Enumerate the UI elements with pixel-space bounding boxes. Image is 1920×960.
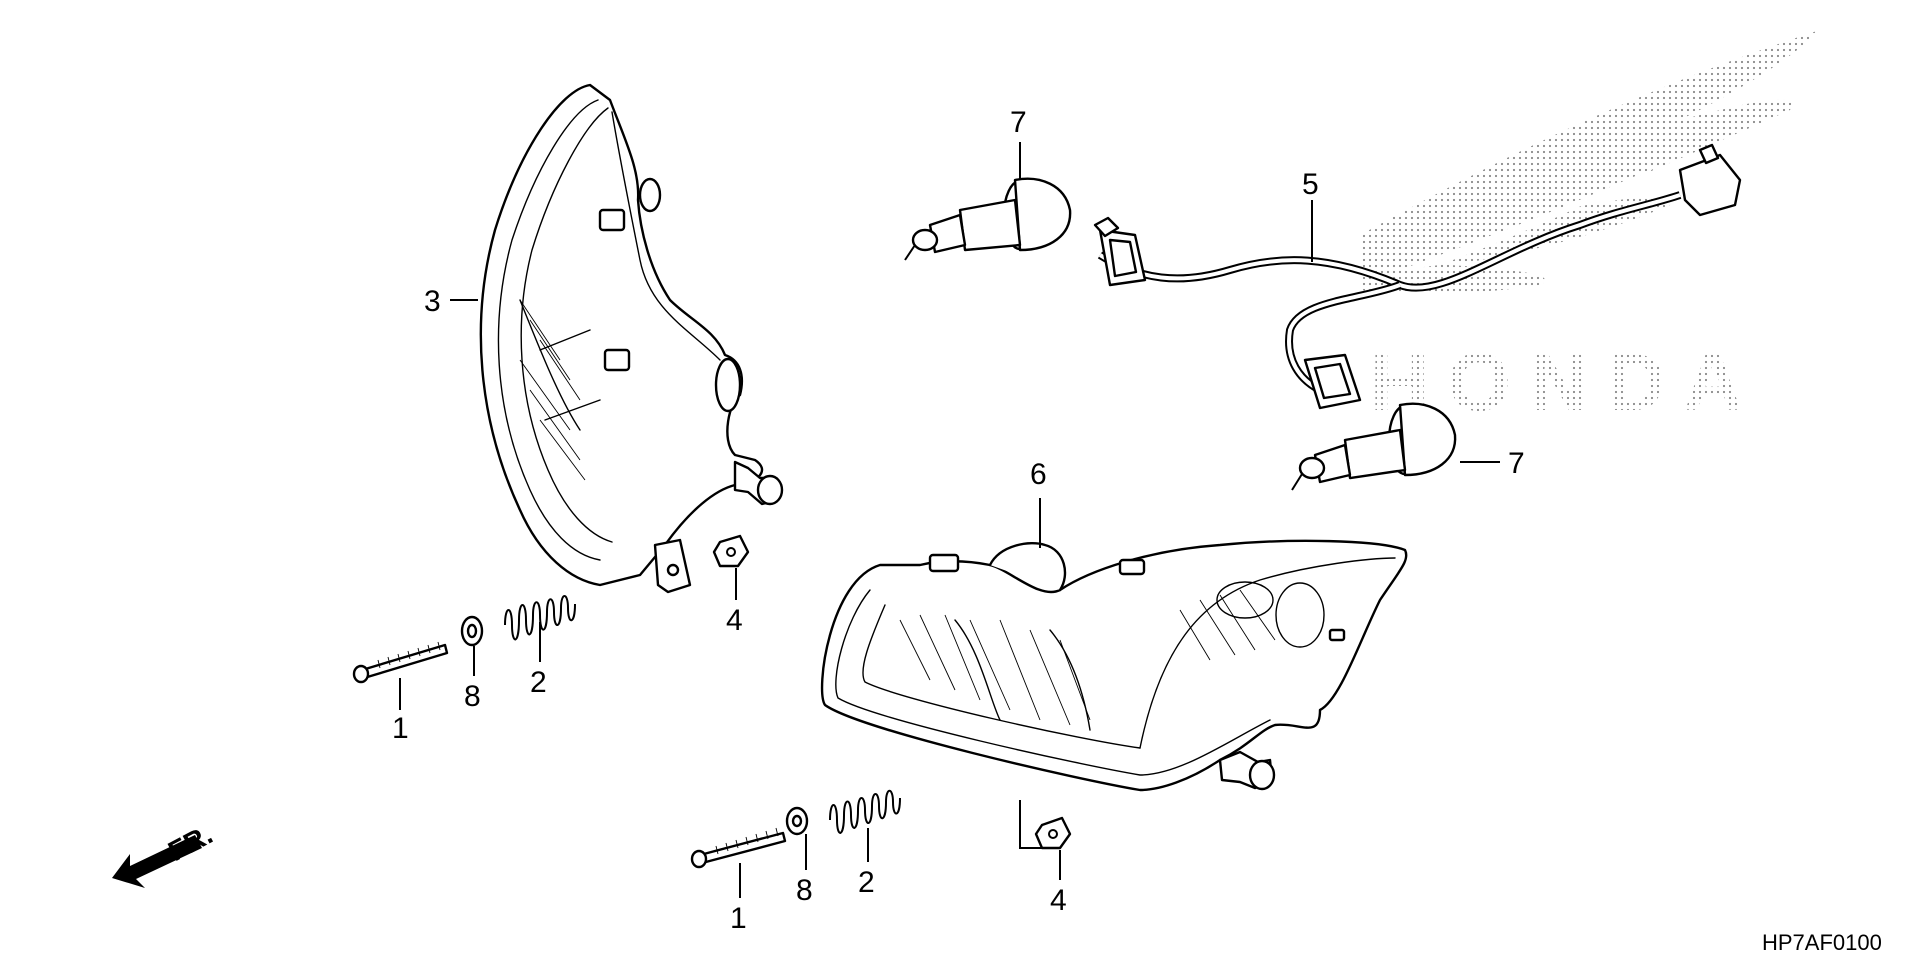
callout-1-lower: 1: [730, 902, 747, 935]
spring-lower: [829, 789, 901, 834]
adjust-screw-upper: [352, 641, 449, 684]
callout-7-upper: 7: [1010, 106, 1027, 139]
wire-harness: [1093, 143, 1742, 410]
washer-lower: [785, 806, 809, 836]
callout-3: 3: [424, 285, 441, 318]
callout-4-upper: 4: [726, 604, 743, 637]
callout-1-upper: 1: [392, 712, 409, 745]
callout-4-lower: 4: [1050, 884, 1067, 917]
nut-lower: [1034, 816, 1072, 850]
bulb-upper: [904, 177, 1072, 261]
nut-upper: [712, 534, 750, 568]
callout-5: 5: [1302, 168, 1319, 201]
leader-lines: [399, 142, 1500, 898]
bulb-lower: [1291, 402, 1457, 491]
callout-6: 6: [1030, 458, 1047, 491]
callout-8-lower: 8: [796, 874, 813, 907]
callout-7-lower: 7: [1508, 447, 1525, 480]
callout-2-upper: 2: [530, 666, 547, 699]
honda-wing-logo: [1360, 30, 1820, 294]
adjust-screw-lower: [690, 827, 787, 869]
washer-upper: [460, 615, 484, 647]
callout-8-upper: 8: [464, 680, 481, 713]
headlight-left: [479, 83, 784, 594]
headlight-right: [820, 539, 1408, 792]
diagram-code: HP7AF0100: [1762, 930, 1882, 955]
front-direction-arrow: FR.: [112, 819, 218, 888]
callout-2-lower: 2: [858, 866, 875, 899]
spring-upper: [504, 595, 576, 641]
